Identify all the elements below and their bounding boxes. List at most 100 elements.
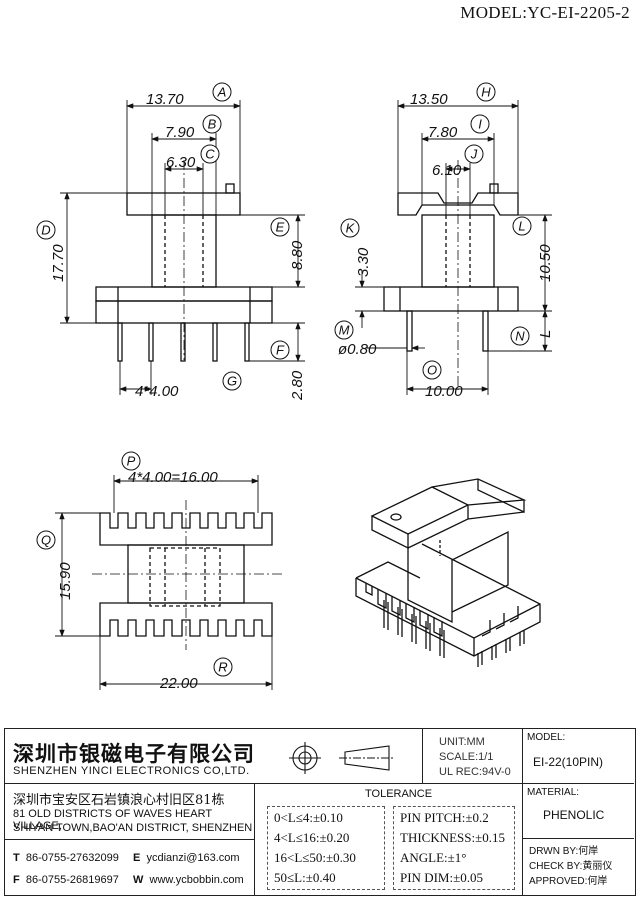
dim-b-value: 7.90 [165, 124, 195, 141]
web-text: www.ycbobbin.com [149, 874, 244, 886]
dim-c-value: 6.30 [166, 154, 196, 171]
model-title: MODEL:YC-EI-2205-2 [460, 3, 630, 22]
scale-text: SCALE:1/1 [439, 751, 494, 763]
callout-r: R [213, 657, 233, 677]
side-view [383, 160, 519, 390]
callout-b: B [202, 114, 222, 134]
dim-o-value: 10.00 [425, 383, 463, 400]
callout-l: L [512, 216, 532, 236]
svg-text:I: I [478, 117, 482, 132]
tolerance-title: TOLERANCE [365, 788, 433, 800]
dim-g-value: 4*4.00 [135, 383, 179, 400]
address-block: 深圳市宝安区石岩镇浪心村旧区81栋 81 OLD DISTRICTS OF WA… [5, 784, 255, 839]
tol-item: THICKNESS:±0.15 [400, 830, 506, 845]
callout-c: C [200, 144, 220, 164]
callout-m: M [334, 320, 354, 340]
company-header: 深圳市银磁电子有限公司 SHENZHEN YINCI ELECTRONICS C… [5, 729, 423, 784]
address-cn: 深圳市宝安区石岩镇浪心村旧区81栋 [13, 793, 225, 808]
tol-item: PIN DIM:±0.05 [400, 870, 483, 885]
callout-q: Q [36, 530, 56, 550]
callout-k: K [340, 218, 360, 238]
title-block: 深圳市银磁电子有限公司 SHENZHEN YINCI ELECTRONICS C… [4, 728, 636, 896]
svg-text:P: P [127, 454, 136, 469]
address-en-2: SHIYAN TOWN,BAO'AN DISTRICT, SHENZHEN [13, 822, 253, 834]
model-box-label: MODEL: [527, 732, 566, 743]
svg-text:H: H [481, 85, 491, 100]
tol-item: 0<L≤4:±0.10 [274, 810, 343, 825]
top-view [92, 500, 282, 650]
email-label: E [133, 852, 141, 864]
spec-block: UNIT:MM SCALE:1/1 UL REC:94V-0 [423, 729, 523, 784]
callout-o: O [422, 360, 442, 380]
tolerance-other-list: PIN PITCH:±0.2 THICKNESS:±0.15 ANGLE:±1°… [393, 806, 515, 890]
fax-label: F [13, 874, 20, 886]
svg-text:K: K [346, 221, 356, 236]
callout-e: E [270, 217, 290, 237]
dim-d-value: 17.70 [50, 244, 67, 282]
tol-item: 50≤L:±0.40 [274, 870, 336, 885]
callout-i: I [470, 114, 490, 134]
svg-text:G: G [227, 374, 237, 389]
tolerance-block: TOLERANCE 0<L≤4:±0.10 4<L≤16:±0.20 16<L≤… [255, 784, 523, 896]
svg-text:B: B [208, 117, 217, 132]
tol-item: ANGLE:±1° [400, 850, 467, 865]
callout-f: F [270, 340, 290, 360]
model-box: MODEL: EI-22(10PIN) [523, 729, 634, 784]
email-text: ycdianzi@163.com [146, 852, 240, 864]
tol-item: PIN PITCH:±0.2 [400, 810, 489, 825]
web-label: W [133, 874, 144, 886]
callout-g: G [222, 371, 242, 391]
svg-text:M: M [339, 323, 350, 338]
dim-j-value: 6.10 [432, 162, 462, 179]
ul-text: UL REC:94V-0 [439, 766, 511, 778]
svg-text:A: A [217, 85, 227, 100]
material-label: MATERIAL: [527, 787, 580, 798]
svg-text:L: L [518, 219, 525, 234]
dim-k-value: 3.30 [355, 247, 372, 277]
callout-p: P [121, 451, 141, 471]
checked-by: CHECK BY:黄丽仪 [529, 861, 613, 872]
svg-text:R: R [218, 660, 227, 675]
callout-n: N [510, 326, 530, 346]
dim-q-value: 15.90 [57, 562, 74, 600]
model-box-value: EI-22(10PIN) [533, 755, 604, 769]
callout-h: H [476, 82, 496, 102]
dim-e-value: 8.80 [289, 240, 306, 270]
dim-n-value: L [537, 330, 554, 338]
svg-text:J: J [470, 147, 478, 162]
svg-text:E: E [276, 220, 285, 235]
callout-layer: A BC D E F G H IJ K L M N O P Q R [36, 82, 532, 677]
material-value: PHENOLIC [543, 808, 605, 822]
svg-text:C: C [205, 147, 215, 162]
svg-text:D: D [41, 223, 50, 238]
callout-j: J [464, 144, 484, 164]
company-name-cn: 深圳市银磁电子有限公司 [13, 741, 255, 766]
tel-label: T [13, 852, 20, 864]
contact-block: T 86-0755-27632099 F 86-0755-26819697 E … [5, 839, 255, 896]
svg-text:Q: Q [41, 533, 51, 548]
svg-text:F: F [276, 343, 285, 358]
technical-drawing: 13.70 7.90 6.30 17.70 8.80 2.80 4*4.00 1… [36, 82, 554, 692]
svg-text:N: N [515, 329, 525, 344]
tol-item: 16<L≤50:±0.30 [274, 850, 356, 865]
fax-text: 86-0755-26819697 [25, 874, 119, 886]
projection-symbol [289, 742, 395, 774]
tol-item: 4<L≤16:±0.20 [274, 830, 350, 845]
dim-m-value: ø0.80 [338, 341, 377, 358]
svg-text:O: O [427, 363, 437, 378]
front-view [95, 160, 273, 362]
approved-by: APPROVED:何岸 [529, 876, 608, 887]
material-box: MATERIAL: PHENOLIC [523, 784, 634, 839]
isometric-view [355, 478, 541, 667]
dim-i-value: 7.80 [428, 124, 458, 141]
drawn-by: DRWN BY:何岸 [529, 846, 599, 857]
dim-r-value: 22.00 [159, 675, 198, 692]
dim-a-value: 13.70 [146, 91, 184, 108]
tolerance-length-list: 0<L≤4:±0.10 4<L≤16:±0.20 16<L≤50:±0.30 5… [267, 806, 385, 890]
dim-f-value: 2.80 [289, 370, 306, 401]
approval-box: DRWN BY:何岸 CHECK BY:黄丽仪 APPROVED:何岸 [523, 839, 634, 896]
unit-text: UNIT:MM [439, 736, 485, 748]
dim-h-value: 13.50 [410, 91, 448, 108]
dim-p-value: 4*4.00=16.00 [128, 469, 218, 486]
tel-text: 86-0755-27632099 [25, 852, 119, 864]
